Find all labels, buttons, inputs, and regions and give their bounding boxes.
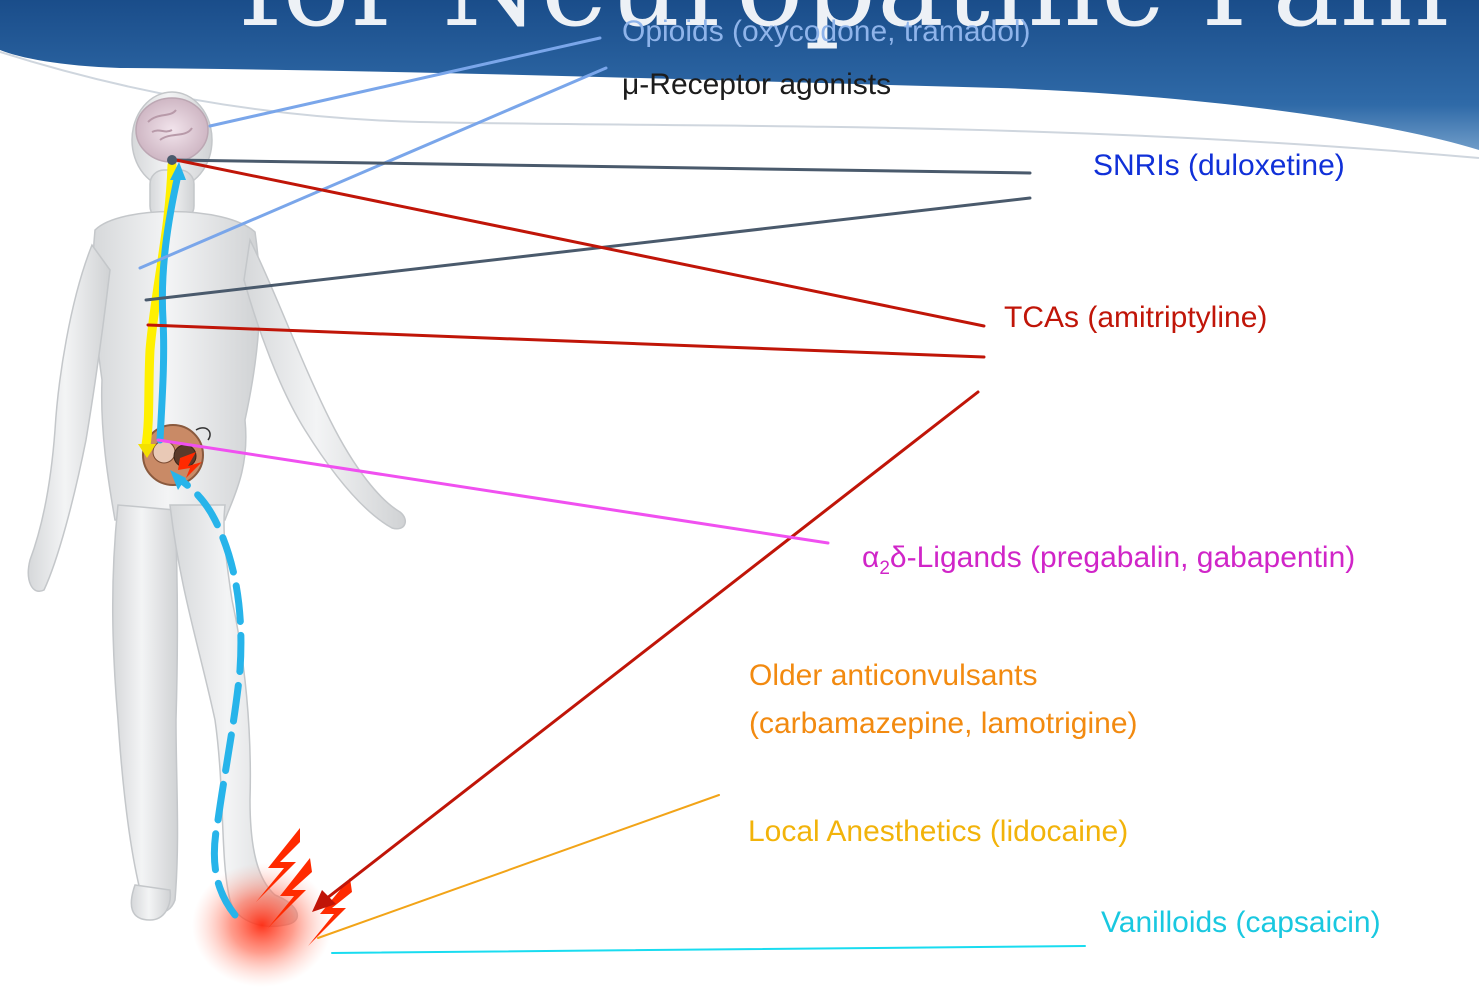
label-mu-receptor-agonists: μ-Receptor agonists bbox=[622, 67, 891, 103]
foot-pain-glow-icon bbox=[192, 863, 332, 987]
label-tcas: TCAs (amitriptyline) bbox=[1004, 300, 1267, 336]
snri-line-spine bbox=[146, 198, 1030, 300]
label-alpha2delta-ligands: α2δ-Ligands (pregabalin, gabapentin) bbox=[862, 540, 1355, 587]
label-older-line2: (carbamazepine, lamotrigine) bbox=[749, 700, 1138, 748]
label-ligands-text: δ-Ligands (pregabalin, gabapentin) bbox=[890, 541, 1355, 574]
label-older-anticonvulsants: Older anticonvulsants (carbamazepine, la… bbox=[749, 652, 1138, 748]
label-local-anesthetics: Local Anesthetics (lidocaine) bbox=[748, 814, 1128, 850]
brain-target-dot bbox=[167, 155, 177, 165]
tca-line-brain bbox=[176, 160, 984, 326]
local-anesthetic-line bbox=[318, 795, 719, 938]
snri-line-brain bbox=[172, 160, 1030, 173]
label-snris: SNRIs (duloxetine) bbox=[1093, 148, 1345, 184]
brain-icon bbox=[136, 98, 208, 162]
label-alpha-symbol: α bbox=[862, 541, 879, 574]
label-subscript-2: 2 bbox=[879, 558, 890, 579]
label-older-line1: Older anticonvulsants bbox=[749, 652, 1138, 700]
a2d-line bbox=[158, 440, 828, 543]
label-opioids: Opioids (oxycodone, tramadol) bbox=[622, 14, 1031, 50]
vanilloid-line bbox=[332, 946, 1085, 953]
label-vanilloids: Vanilloids (capsaicin) bbox=[1101, 905, 1381, 941]
human-figure-icon bbox=[28, 92, 405, 926]
